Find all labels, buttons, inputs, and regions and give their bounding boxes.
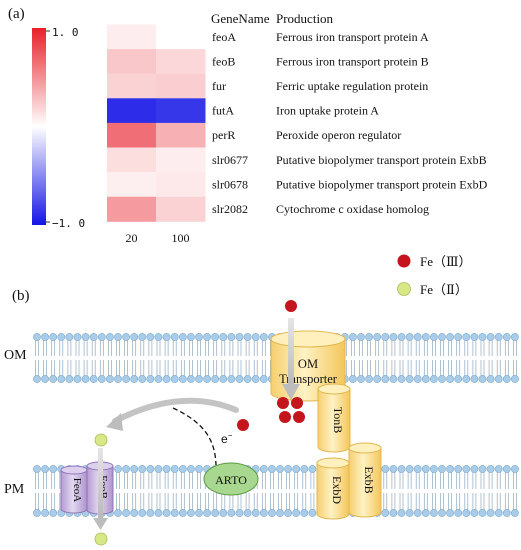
heatmap-cell (107, 98, 157, 124)
gene-production: Ferrous iron transport protein A (276, 30, 429, 44)
fe3-ion-outside (285, 300, 297, 312)
electron-path (172, 407, 217, 466)
heatmap-cell (107, 196, 157, 222)
exbb-protein: ExbB (348, 442, 382, 518)
gene-production: Putative biopolymer transport protein Ex… (276, 153, 487, 167)
fe3-import-arrow (282, 318, 300, 400)
gene-name: slr2082 (212, 202, 248, 216)
outer-membrane-label: OM (4, 348, 27, 363)
gene-name: futA (212, 104, 234, 118)
tonb-protein: TonB (317, 383, 351, 453)
heatmap-cell (107, 122, 157, 148)
heatmap-cell (107, 73, 157, 99)
heatmap-cell (156, 147, 206, 173)
gene-production: Putative biopolymer transport protein Ex… (276, 177, 488, 191)
fe3-ion-reduction-site (237, 419, 249, 431)
panel-a: (a) 1. 0 −1. 0 feoA Ferrous iron transpor… (8, 6, 488, 245)
fe2-legend-label: Fe（Ⅱ） (420, 282, 468, 297)
gene-production: Cytochrome c oxidase homolog (276, 202, 429, 216)
legend: Fe（Ⅲ） Fe（Ⅱ） (397, 254, 472, 297)
fe3-ion-periplasm-3 (279, 411, 291, 423)
panel-a-label: (a) (8, 6, 25, 22)
colorbar-min-label: −1. 0 (52, 217, 85, 230)
heatmap-cell (107, 24, 157, 50)
colorbar-max-label: 1. 0 (52, 26, 79, 39)
feoa-label: FeoA (71, 478, 83, 503)
gene-name: slr0678 (212, 177, 248, 191)
exbb-label: ExbB (362, 466, 376, 493)
heatmap-column-label: 100 (172, 231, 190, 245)
fe2-import-arrow (93, 448, 108, 530)
panel-b: (b) Fe（Ⅲ） Fe（Ⅱ） OM PM OM Transporter (4, 254, 519, 546)
panel-b-label: (b) (12, 288, 30, 304)
heatmap-cell (156, 122, 206, 148)
header-gene-name: GeneName (211, 11, 270, 26)
arto-label: ARTO (215, 473, 247, 487)
colorbar: 1. 0 −1. 0 (32, 26, 85, 230)
gene-production: Ferrous iron transport protein B (276, 54, 429, 68)
heatmap-cell (156, 73, 206, 99)
exbd-label: ExbD (330, 476, 344, 504)
fe3-legend-swatch (397, 254, 411, 268)
heatmap-cell (107, 172, 157, 198)
colorbar-gradient (32, 28, 46, 225)
heatmap (107, 24, 206, 222)
heatmap-row-labels: feoA Ferrous iron transport protein A feoB… (212, 30, 488, 216)
exbd-protein: ExbD (316, 457, 350, 520)
fe3-ion-periplasm-4 (293, 411, 305, 423)
gene-name: slr0677 (212, 153, 248, 167)
heatmap-cell (156, 98, 206, 124)
arto-protein: ARTO (203, 462, 259, 496)
gene-production: Peroxide operon regulator (276, 128, 401, 142)
gene-name: feoB (212, 54, 235, 68)
fe3-legend-label: Fe（Ⅲ） (420, 254, 472, 269)
fe2-ion-cytoplasm (94, 532, 108, 546)
heatmap-cell (107, 147, 157, 173)
heatmap-cell (156, 24, 206, 50)
electron-label: e− (221, 431, 233, 446)
heatmap-cell (156, 172, 206, 198)
fe2-legend-swatch (397, 282, 411, 296)
heatmap-cell (156, 49, 206, 75)
heatmap-cell (156, 196, 206, 222)
gene-name: feoA (212, 30, 236, 44)
gene-production: Ferric uptake regulation protein (276, 79, 428, 93)
heatmap-column-label: 20 (126, 231, 138, 245)
reduction-arrow (112, 397, 239, 424)
om-transporter-label-1: OM (298, 357, 318, 371)
fe2-ion-periplasm (94, 433, 108, 447)
gene-name: perR (212, 128, 235, 142)
header-production: Production (276, 11, 334, 26)
heatmap-cell (107, 49, 157, 75)
tonb-label: TonB (331, 407, 345, 434)
plasma-membrane-label: PM (4, 482, 25, 497)
gene-production: Iron uptake protein A (276, 104, 379, 118)
fe3-ion-periplasm-2 (291, 397, 303, 409)
fe3-ion-periplasm-1 (277, 397, 289, 409)
feoa-protein: FeoA (60, 465, 88, 514)
reduction-arrow-head (106, 413, 123, 431)
gene-name: fur (212, 79, 226, 93)
heatmap-column-labels: 20 100 (126, 231, 190, 245)
